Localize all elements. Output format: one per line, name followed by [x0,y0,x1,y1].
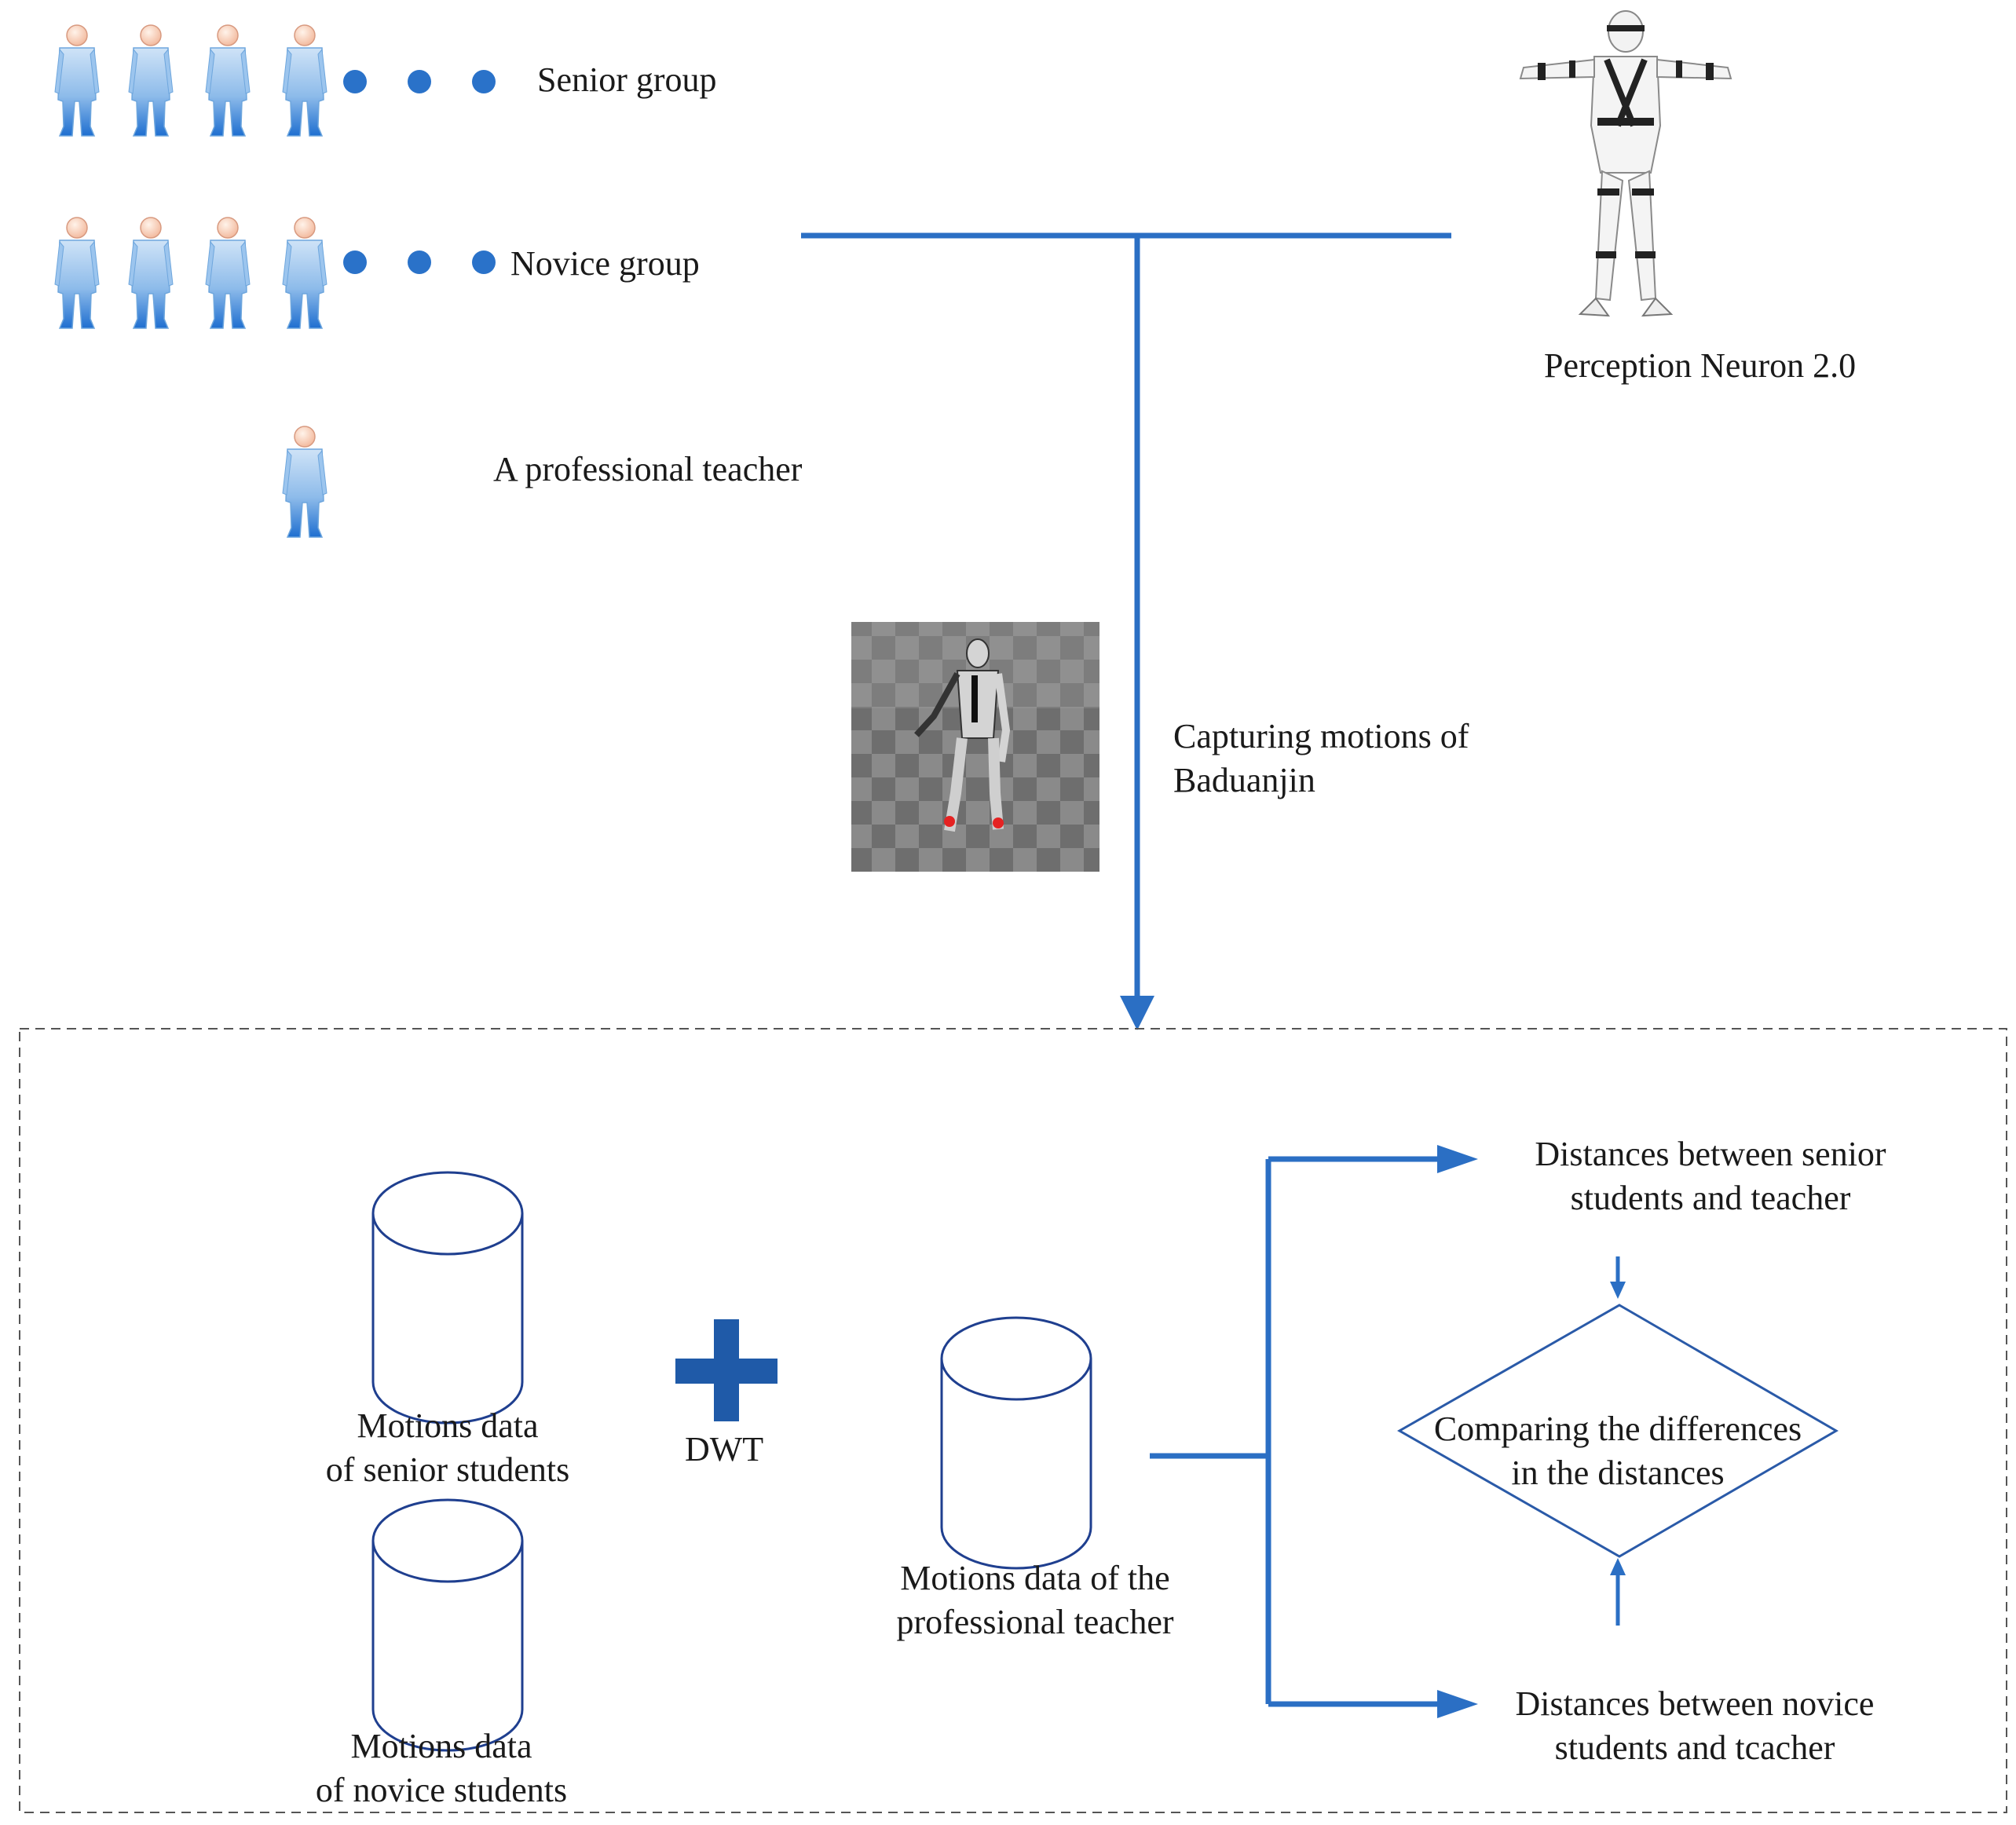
ellipsis-dot-icon [343,70,367,93]
results-connector [1150,1156,1439,1707]
person-icon [128,24,174,137]
novice-distance-label: Distances between novice students and tc… [1491,1682,1899,1770]
teacher-label: A professional teacher [493,450,803,488]
senior-data-label-line1: Motions data [357,1406,539,1445]
teacher-data-label-line2: professional teacher [896,1603,1174,1641]
senior-distance-label-line1: Distances between senior [1535,1135,1886,1173]
person-icon [282,217,327,329]
capture-label-line1: Capturing motions of [1173,717,1469,755]
person-icon [282,24,327,137]
ellipsis-dot-icon [472,251,496,274]
novice-distance-label-line1: Distances between novice [1515,1684,1875,1723]
teacher-data-cylinder-icon [940,1316,1092,1570]
teacher-data-label-line1: Motions data of the [900,1559,1170,1597]
senior-data-label: Motions data of senior students [283,1404,613,1492]
person-icon [54,24,100,137]
novice-data-label-line2: of novice students [315,1771,568,1809]
senior-group-people [54,24,327,137]
novice-data-cylinder-icon [371,1498,524,1752]
novice-group-label: Novice group [510,244,700,283]
novice-distance-label-line2: students and tcacher [1554,1728,1835,1767]
analysis-region [19,1028,2007,1813]
senior-distance-arrowhead [1437,1145,1478,1173]
compare-label-line1: Comparing the differences [1433,1410,1802,1448]
novice-distance-arrowhead [1437,1690,1478,1718]
ellipsis-dot-icon [343,251,367,274]
senior-group-label: Senior group [537,60,717,99]
dwt-label: DWT [685,1430,764,1468]
compare-label-line2: in the distances [1511,1454,1725,1492]
device-label: Perception Neuron 2.0 [1544,346,1857,385]
compare-diamond [1396,1304,1839,1558]
person-icon [128,217,174,329]
compare-label: Comparing the differences in the distanc… [1421,1407,1814,1495]
senior-data-cylinder-icon [371,1171,524,1425]
senior-distance-label-line2: students and teacher [1570,1179,1851,1217]
person-icon [205,24,251,137]
capture-arrowhead [1120,996,1154,1030]
senior-data-label-line2: of senior students [325,1450,570,1489]
ellipsis-dot-icon [408,70,431,93]
novice-group-ellipsis [343,251,496,274]
ellipsis-dot-icon [408,251,431,274]
teacher-data-label: Motions data of the professional teacher [870,1556,1200,1644]
capture-label: Capturing motions of Baduanjin [1173,715,1469,803]
capture-connector [801,232,1451,999]
novice-group-people [54,217,327,329]
novice-data-label: Motions data of novice students [284,1724,598,1812]
person-icon [205,217,251,329]
plus-icon [675,1319,777,1421]
compare-input-arrows [1610,1256,1626,1626]
person-icon [54,217,100,329]
capture-label-line2: Baduanjin [1173,761,1315,799]
senior-distance-label: Distances between senior students and te… [1506,1132,1915,1220]
robot-checkerboard-scene-icon [851,622,1099,872]
ellipsis-dot-icon [472,70,496,93]
mocap-suit-figure-icon [1519,10,1732,317]
novice-data-label-line1: Motions data [350,1727,532,1765]
senior-group-ellipsis [343,70,496,93]
teacher-person-icon [282,426,327,538]
